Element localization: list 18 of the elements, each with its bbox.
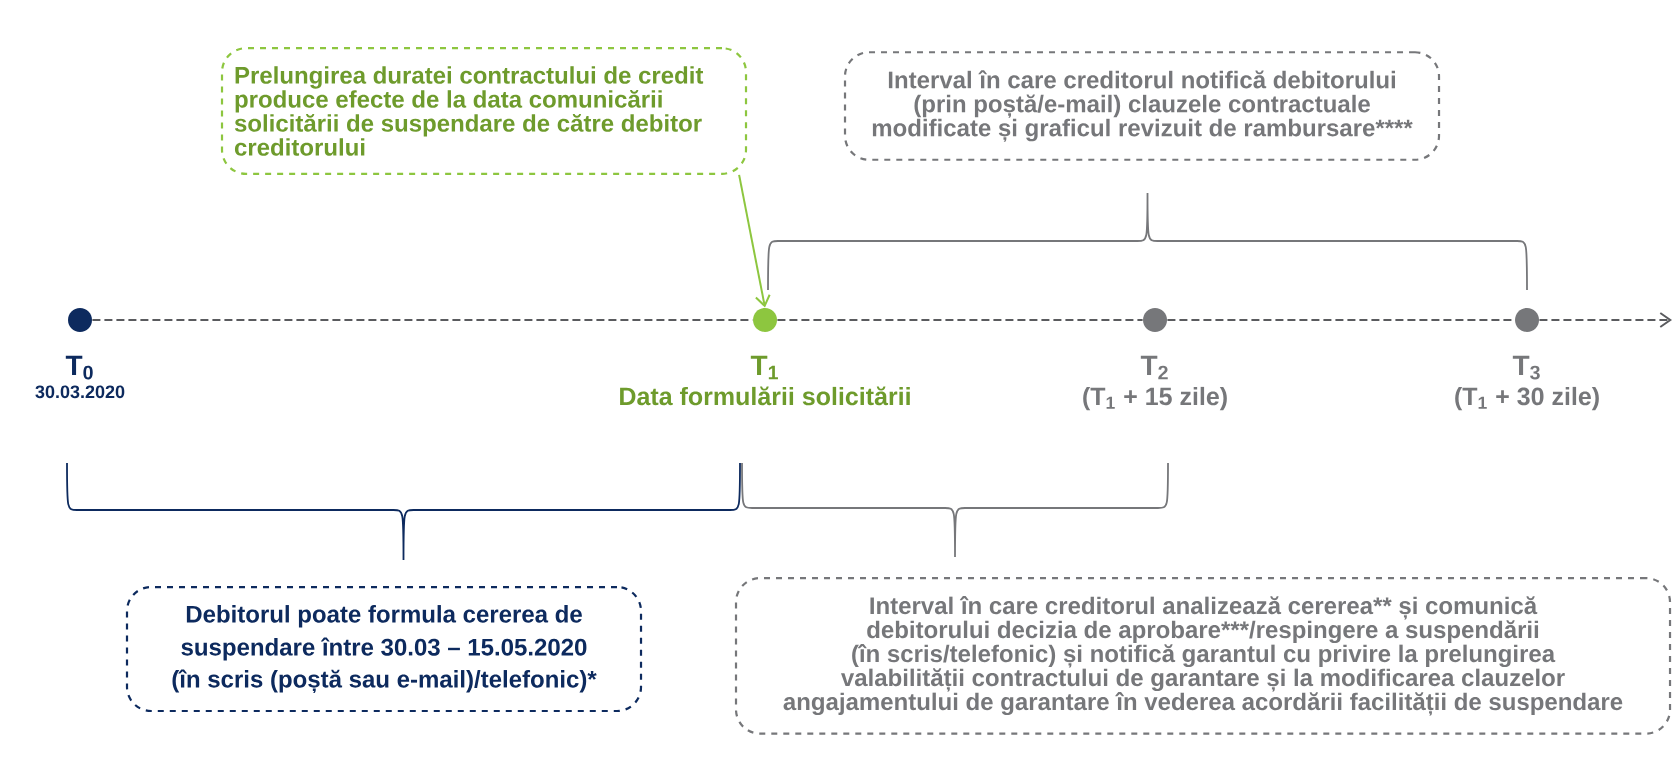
- callout-box: Debitorul poate formula cererea de suspendare între 30.03 – 15.05.2020 (în scris (poștă sau e-mail)/telefonic)*: [125, 585, 643, 713]
- date-label: (T$_{1}$ + 15 zile): [1083, 386, 1227, 411]
- timeline-dot: [1143, 308, 1167, 332]
- time-label: T$_{2}$: [1140, 355, 1168, 380]
- date-label: (T$_{1}$ + 30 zile): [1455, 386, 1599, 411]
- time-label: T$_{3}$: [1512, 355, 1540, 380]
- callout-box: Interval în care creditorul notifică debitorului (prin poștă/e-mail) clauzele contractuale modificate și graficul revizuit de rambursare****: [843, 51, 1441, 161]
- timeline-dot: [753, 308, 777, 332]
- date-label: Data formulării solicitării: [620, 386, 910, 406]
- callout-box: Interval în care creditorul analizează cererea** și comunică debitorului decizia de aprobare***/respingere a suspendării (în scris/telefonic) și notifică garantul cu privire la prelungirea valabilității contractului de garantare și la modificarea clauzelor angajamentului de garantare în vederea acordării facilității de suspendare: [734, 577, 1672, 735]
- date-label: 30.03.2020: [35, 385, 125, 399]
- arrow: [738, 173, 771, 308]
- callout-box: Prelungirea duratei contractului de credit produce efecte de la data comunicării solicitării de suspendare de către debitor creditorului: [220, 47, 748, 175]
- time-label: T$_{1}$: [750, 355, 778, 380]
- timeline-dot: [1515, 308, 1539, 332]
- time-label: T$_{0}$: [65, 355, 93, 380]
- arrow: [1538, 312, 1673, 328]
- timeline-dot: [68, 308, 92, 332]
